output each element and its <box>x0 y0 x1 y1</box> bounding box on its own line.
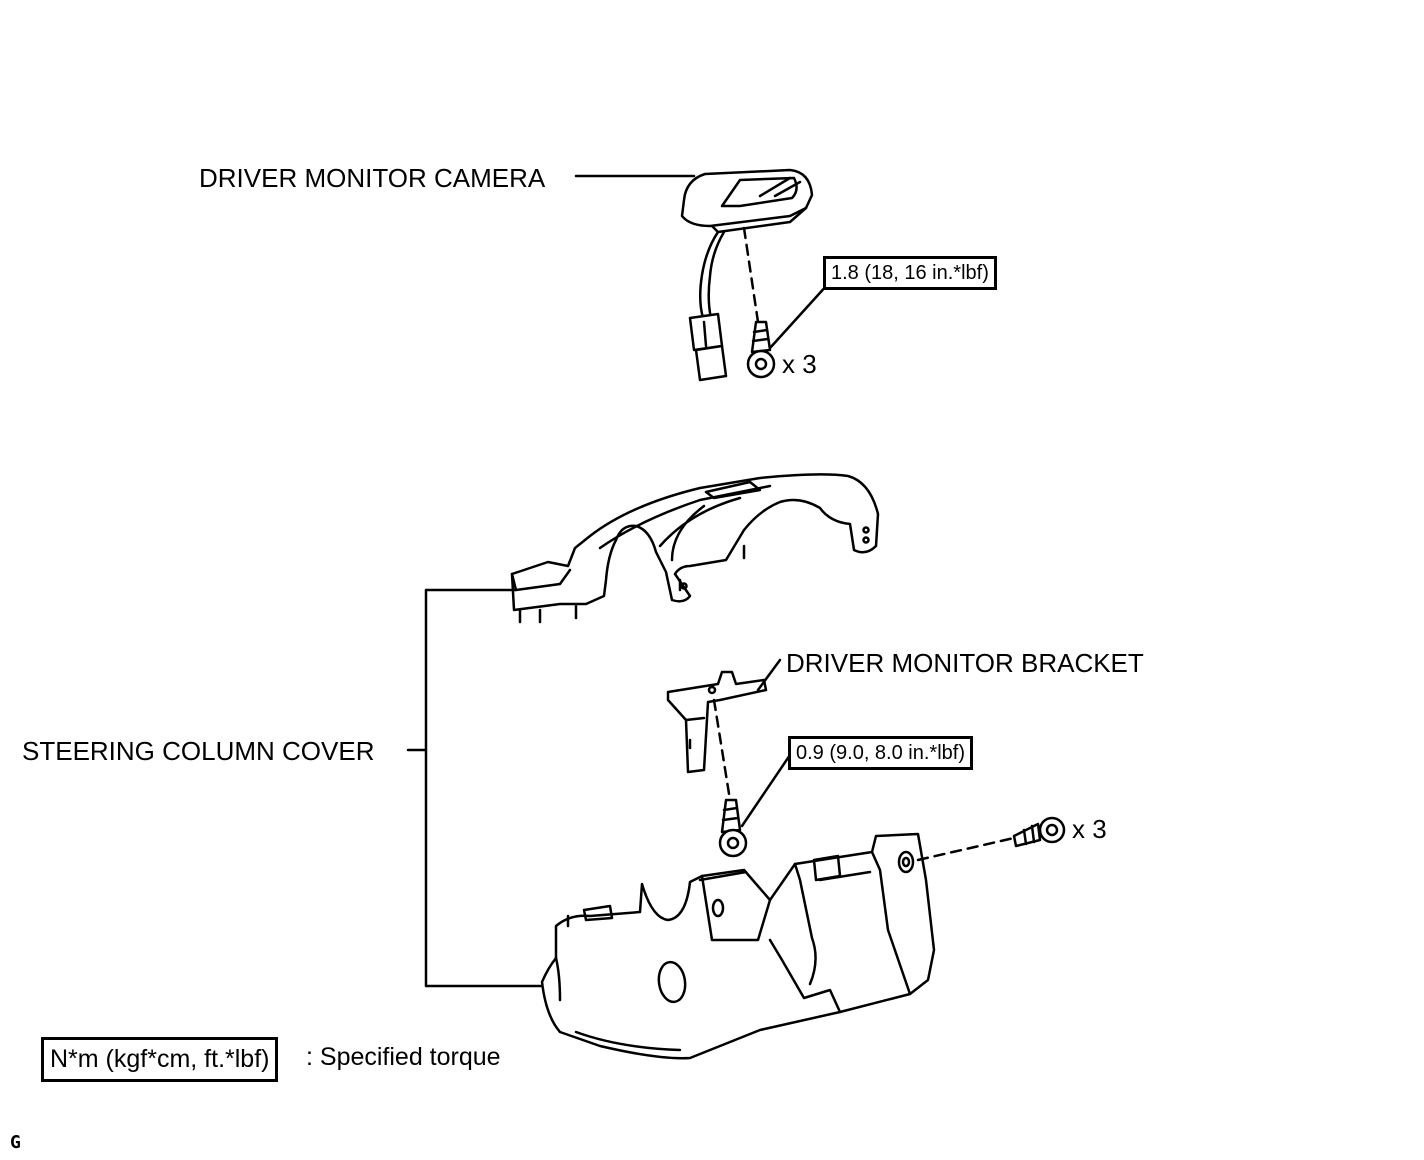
camera-label: DRIVER MONITOR CAMERA <box>199 163 546 193</box>
camera-screw-quantity: x 3 <box>782 349 817 379</box>
cover-screw-axis <box>916 836 1016 862</box>
bracket-screw-torque-box: 0.9 (9.0, 8.0 in.*lbf) <box>788 736 973 770</box>
cover-group-bracket <box>406 588 544 988</box>
driver-monitor-camera-part <box>680 168 814 382</box>
cover-screw-quantity: x 3 <box>1072 814 1107 844</box>
camera-screw-icon <box>746 320 776 379</box>
cover-screw-icon <box>1012 816 1066 848</box>
bracket-label: DRIVER MONITOR BRACKET <box>786 648 1144 678</box>
camera-screw-torque-box: 1.8 (18, 16 in.*lbf) <box>823 256 997 290</box>
bracket-leader-line <box>756 658 782 692</box>
lower-column-cover-part <box>540 832 936 1060</box>
legend-text: : Specified torque <box>306 1043 501 1071</box>
camera-torque-leader <box>768 282 830 350</box>
upper-column-cover-part <box>510 473 880 624</box>
bracket-torque-leader <box>740 750 794 828</box>
driver-monitor-bracket-part <box>666 670 768 774</box>
corner-mark: G <box>10 1132 21 1153</box>
legend-torque-unit-box: N*m (kgf*cm, ft.*lbf) <box>41 1037 279 1082</box>
bracket-screw-icon <box>718 798 748 858</box>
bracket-screw-axis <box>712 698 732 802</box>
cover-label: STEERING COLUMN COVER <box>22 736 375 766</box>
camera-screw-axis <box>742 226 760 324</box>
